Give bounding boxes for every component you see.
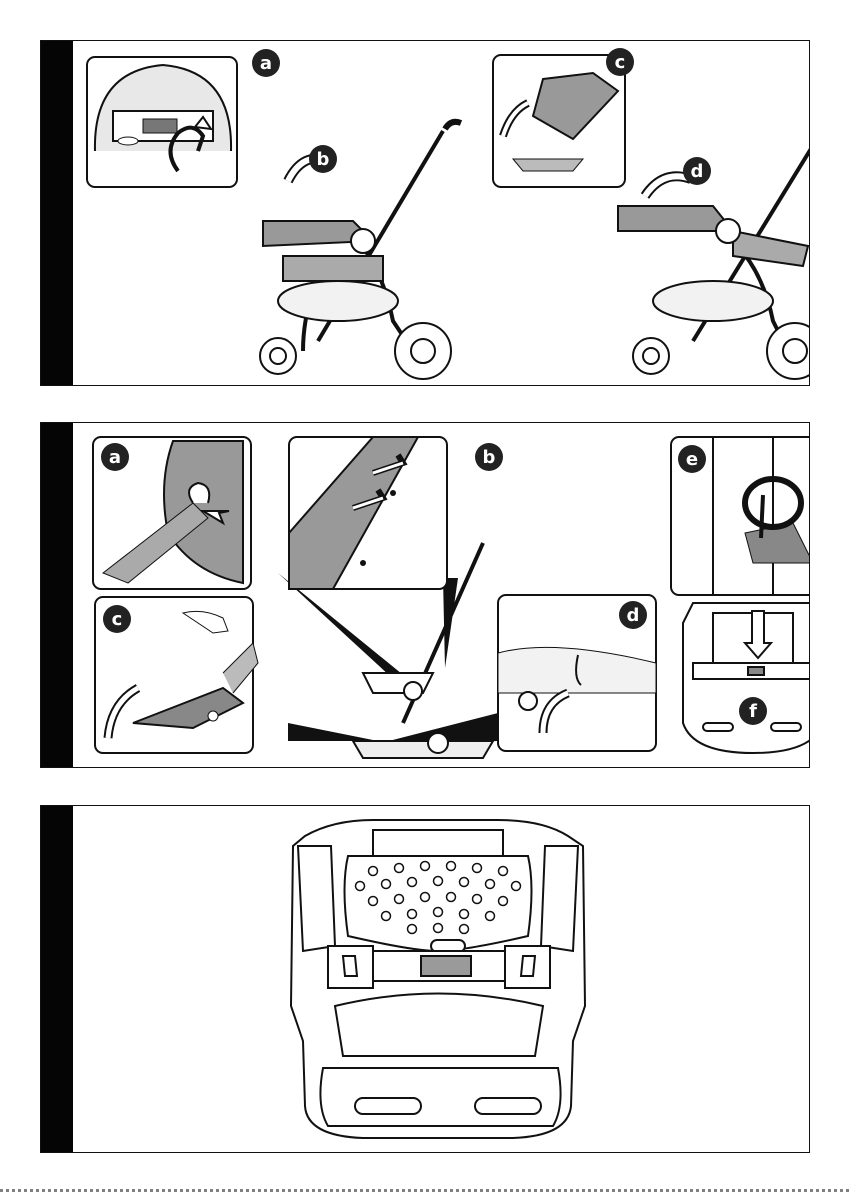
seat-footrest-area: [335, 994, 543, 1057]
seat-unit-detail-illustration: a b c: [73, 423, 809, 767]
left-side-rail: [298, 846, 335, 951]
callout-b: b: [475, 443, 503, 471]
svg-text:d: d: [691, 161, 704, 182]
pointer-a: [278, 573, 413, 688]
step-panel-3: [40, 805, 810, 1153]
callout-b: b: [309, 145, 337, 173]
left-clip-latch: [343, 956, 357, 976]
callout-a: a: [101, 443, 129, 471]
release-button: [421, 956, 471, 976]
svg-text:a: a: [260, 53, 272, 74]
step-bar: [41, 41, 73, 385]
svg-text:a: a: [109, 447, 121, 468]
callout-d: d: [683, 157, 711, 185]
right-handle-slot: [475, 1098, 541, 1114]
seat-top-view-f: [683, 603, 809, 753]
svg-text:b: b: [317, 149, 330, 170]
top-bar: [373, 830, 503, 856]
svg-text:c: c: [112, 609, 123, 630]
callout-f: f: [739, 697, 767, 725]
step-panel-2: a b c: [40, 422, 810, 768]
right-side-rail: [541, 846, 578, 951]
step-panel-1: a b: [40, 40, 810, 386]
pointer-b: [443, 578, 458, 668]
svg-text:e: e: [686, 449, 698, 470]
svg-text:b: b: [483, 447, 496, 468]
right-clip-latch: [521, 956, 535, 976]
stroller-seat-removal-illustration: a b: [73, 41, 809, 385]
svg-text:d: d: [627, 605, 640, 626]
callout-a: a: [252, 49, 280, 77]
stroller-right: [618, 121, 809, 379]
inset-c: [493, 55, 625, 187]
callout-c: c: [103, 605, 131, 633]
pointer-c: [288, 723, 378, 741]
callout-d: d: [619, 601, 647, 629]
svg-text:c: c: [615, 52, 626, 73]
inset-a: [87, 57, 237, 187]
step-bar: [41, 423, 73, 767]
callout-c: c: [606, 48, 634, 76]
seat-base-top-view-illustration: [73, 806, 809, 1152]
callout-e: e: [678, 445, 706, 473]
step-bar: [41, 806, 73, 1152]
stroller-left: [260, 122, 461, 379]
left-handle-slot: [355, 1098, 421, 1114]
svg-text:f: f: [749, 701, 757, 722]
inset-b: [289, 437, 447, 589]
